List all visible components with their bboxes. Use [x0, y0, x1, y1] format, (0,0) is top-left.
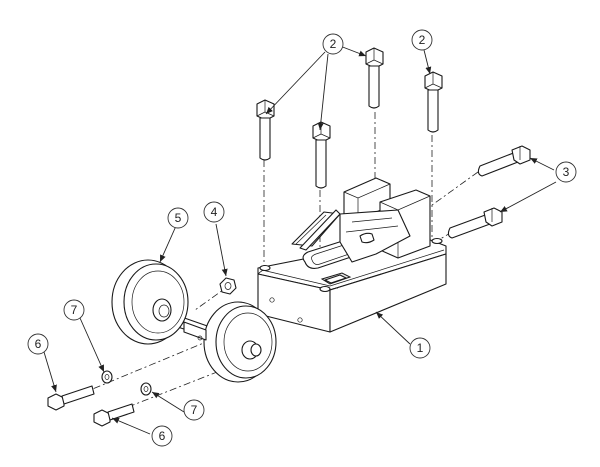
callout-5: 5 — [167, 207, 189, 229]
vertical-bolt-d — [424, 71, 443, 133]
washers — [101, 370, 152, 396]
side-screw-lower — [93, 403, 135, 427]
callout-7-upper: 7 — [63, 299, 85, 321]
callout-6-lower: 6 — [151, 425, 173, 447]
callout-7-lower-label: 7 — [191, 403, 198, 417]
callout-2-left-label: 2 — [330, 37, 337, 51]
vertical-bolt-b — [312, 121, 331, 189]
horizontal-bolts — [447, 145, 531, 239]
callout-2-right: 2 — [411, 29, 433, 51]
vertical-bolts — [256, 47, 443, 189]
vertical-bolt-c — [365, 47, 384, 109]
callout-3-label: 3 — [563, 165, 570, 179]
callout-1-label: 1 — [417, 341, 424, 355]
callout-4-label: 4 — [211, 205, 218, 219]
callout-4: 4 — [203, 201, 225, 223]
washer-upper — [101, 370, 113, 384]
callout-6-lower-label: 6 — [159, 429, 166, 443]
callout-3: 3 — [555, 161, 577, 183]
rear-wheel — [111, 259, 189, 345]
cradle-ramp — [291, 177, 431, 263]
horizontal-bolt-lower — [447, 207, 503, 239]
callout-1: 1 — [409, 337, 431, 359]
washer-lower — [140, 382, 152, 396]
callout-7-lower: 7 — [183, 399, 205, 421]
callout-5-label: 5 — [175, 211, 182, 225]
side-screw-upper — [47, 385, 95, 411]
hex-nut — [219, 277, 237, 295]
callout-7-upper-label: 7 — [71, 303, 78, 317]
vertical-bolt-a — [256, 99, 275, 161]
side-screws — [47, 385, 135, 427]
callout-6-upper-label: 6 — [35, 337, 42, 351]
horizontal-bolt-upper — [477, 145, 531, 177]
callout-2-right-label: 2 — [419, 33, 426, 47]
leader-lines — [43, 45, 557, 435]
wheel-axle-assembly — [111, 259, 277, 383]
callout-2-left: 2 — [322, 33, 344, 55]
callout-6-upper: 6 — [27, 333, 49, 355]
front-wheel — [203, 301, 277, 383]
